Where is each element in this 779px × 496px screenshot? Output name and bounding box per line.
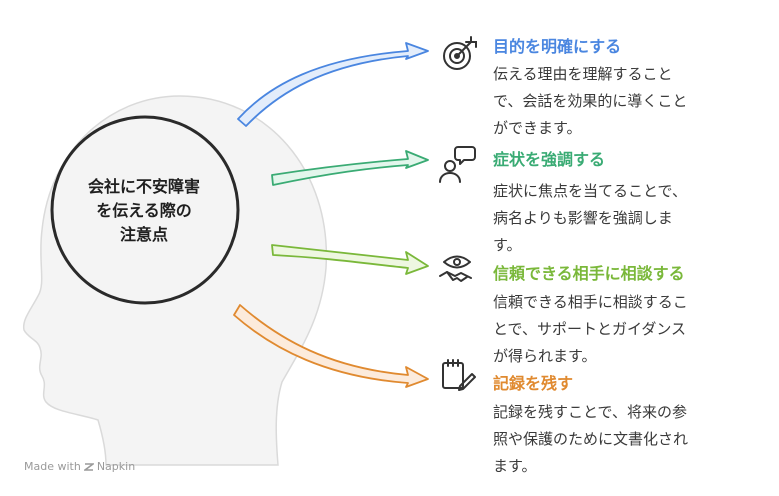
- arrow-1: [237, 42, 429, 127]
- notepad-pencil-icon: [442, 359, 476, 391]
- speech-person-icon: [439, 146, 476, 183]
- item-desc-4: 記録を残すことで、将来の参 照や保護のために文書化され ます。: [493, 403, 689, 475]
- target-icon: [443, 36, 477, 70]
- arrow-3: [271, 244, 429, 275]
- center-circle: [50, 115, 240, 305]
- eye-handshake-icon: [439, 255, 472, 282]
- item-title-4: 記録を残す: [493, 374, 574, 393]
- center-text: 会社に不安障害 を伝える際の 注意点: [87, 177, 200, 244]
- arrow-2: [271, 150, 429, 186]
- item-title-1: 目的を明確にする: [493, 37, 622, 56]
- arrow-4: [233, 304, 429, 388]
- item-title-3: 信頼できる相手に相談する: [493, 264, 685, 283]
- napkin-logo-icon: [83, 462, 94, 471]
- item-title-2: 症状を強調する: [493, 150, 606, 169]
- item-desc-3: 信頼できる相手に相談するこ とで、サポートとガイダンス が得られます。: [493, 293, 688, 365]
- footer-made-with: Made with: [24, 460, 81, 473]
- footer-credit: Made with Napkin: [24, 460, 135, 473]
- item-desc-1: 伝える理由を理解すること で、会話を効果的に導くこと ができます。: [493, 65, 688, 137]
- item-desc-2: 症状に焦点を当てることで、 病名よりも影響を強調しま す。: [493, 182, 687, 254]
- footer-brand: Napkin: [96, 460, 136, 473]
